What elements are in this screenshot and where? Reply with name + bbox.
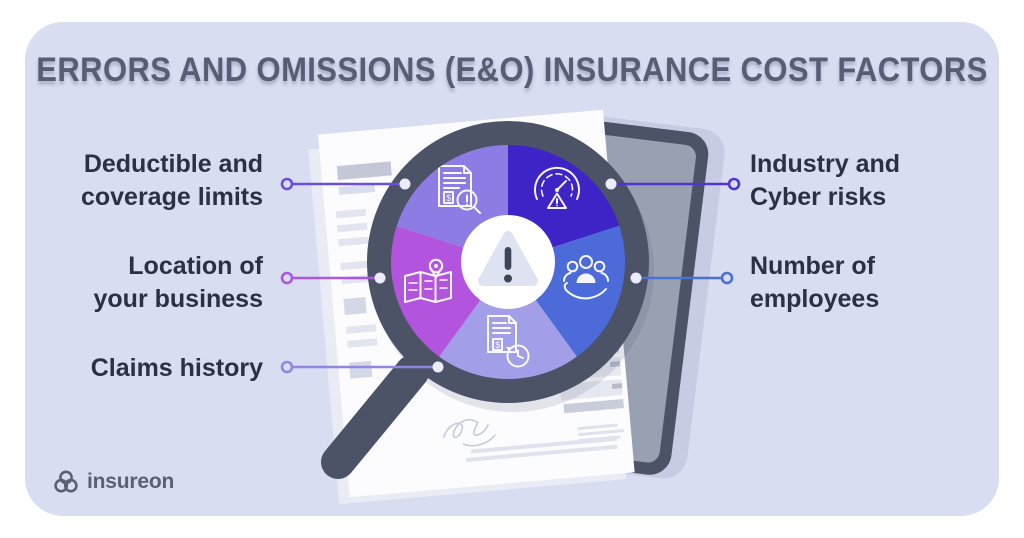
page-bottom-line	[465, 444, 618, 462]
factor-label-line: Number of	[750, 252, 875, 280]
insureon-logo-icon	[54, 470, 78, 493]
factor-label-line: your business	[93, 285, 264, 313]
document-text-lines	[335, 161, 392, 379]
signature	[443, 419, 496, 447]
factor-label-line: employees	[750, 285, 880, 313]
connector-industry-cyber-risks	[605, 177, 741, 191]
factor-label-line: Claims history	[90, 354, 263, 382]
page-bottom-line	[471, 436, 617, 454]
factor-label-location-of-business: Location of your business	[94, 250, 264, 316]
insureon-logo: insureon	[52, 468, 174, 496]
connector-dot	[630, 272, 642, 284]
svg-text:$: $	[446, 193, 451, 203]
connector-ring	[280, 360, 294, 374]
connector-dot	[399, 178, 411, 190]
connector-dot	[432, 361, 444, 373]
connector-ring	[727, 177, 741, 191]
connector-dot	[605, 178, 617, 190]
warning-triangle-icon	[461, 215, 555, 309]
connector-location-of-business	[280, 271, 386, 285]
team-hand-icon	[562, 255, 610, 300]
insureon-logo-text: insureon	[87, 470, 175, 493]
factor-label-claims-history: Claims history	[91, 352, 263, 385]
factor-label-line: coverage limits	[80, 183, 263, 211]
factor-label-line: Industry and	[750, 150, 901, 178]
factor-label-industry-cyber-risks: Industry and Cyber risks	[750, 148, 900, 214]
connector-ring	[280, 177, 294, 191]
connector-deductible-coverage-limits	[280, 177, 411, 191]
page-title: ERRORS AND OMISSIONS (E&O) INSURANCE COS…	[36, 50, 988, 89]
map-pin-icon	[404, 258, 452, 303]
svg-text:$: $	[495, 340, 500, 350]
magnifier-rim	[367, 121, 649, 403]
factor-label-line: Deductible and	[83, 150, 263, 178]
connector-ring	[720, 271, 734, 285]
connector-dot	[374, 272, 386, 284]
invoice-clock-icon: $	[487, 315, 530, 368]
factor-label-deductible-coverage-limits: Deductible and coverage limits	[81, 148, 263, 214]
factor-label-line: Cyber risks	[750, 183, 887, 211]
factor-label-line: Location of	[128, 252, 263, 280]
connector-ring	[280, 271, 294, 285]
connector-claims-history	[280, 360, 444, 374]
document-magnifier-icon: $	[438, 165, 481, 214]
magnifier-handle	[321, 355, 429, 479]
connector-number-of-employees	[630, 271, 734, 285]
gauge-warning-icon	[534, 166, 580, 209]
factor-label-number-of-employees: Number of employees	[750, 250, 879, 316]
